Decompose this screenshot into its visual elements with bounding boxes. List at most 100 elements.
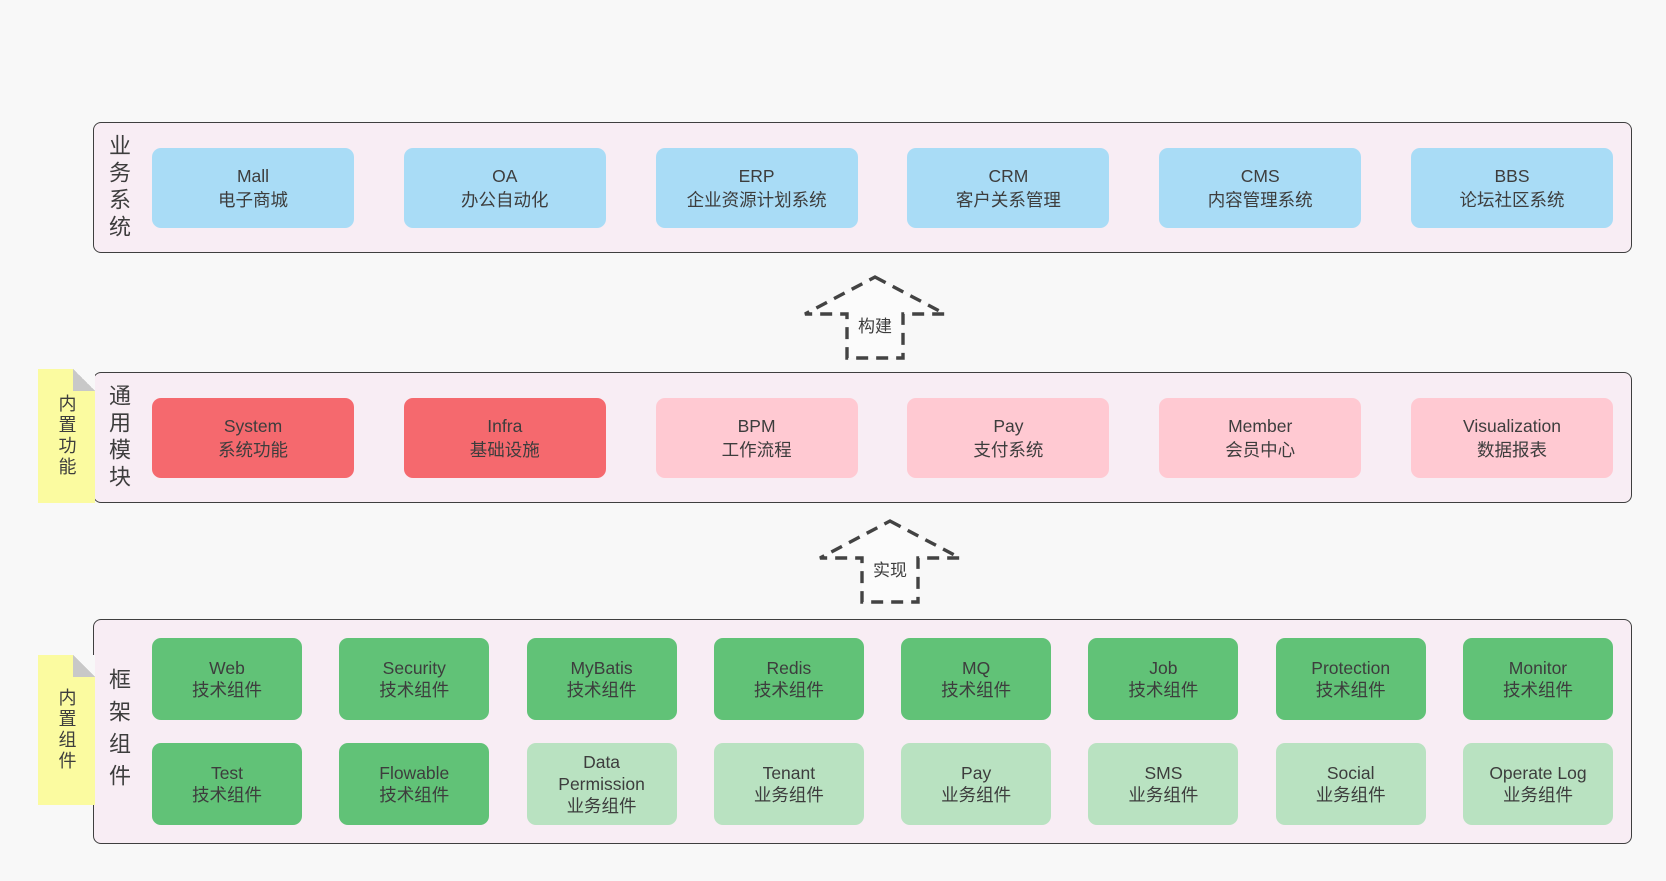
node-subtitle: 业务组件 [1315,785,1386,805]
node-title: Web [209,658,245,678]
node-title: CMS [1240,165,1280,186]
node-bbs: BBS 论坛社区系统 [1410,147,1613,228]
node-subtitle: 业务组件 [1502,785,1573,805]
node-subtitle: 内容管理系统 [1207,189,1313,210]
node-subtitle: 技术组件 [1315,680,1386,700]
band-side-label: 框架组件 [106,667,131,796]
node-pay: Pay 支付系统 [907,397,1110,478]
node-title: Mall [236,165,270,186]
sticky-note: 内置组件 [38,655,95,805]
node-subtitle: 技术组件 [566,680,637,700]
node-title: Social [1326,763,1375,783]
node-title: Visualization [1463,415,1561,436]
node-subtitle: 业务组件 [566,796,637,816]
node-subtitle: 企业资源计划系统 [686,189,827,210]
node-subtitle: 技术组件 [379,680,450,700]
sticky-note-label: 内置组件 [56,688,77,772]
node-title: SMS [1144,763,1183,783]
sticky-note-label: 内置功能 [56,394,77,478]
node-subtitle: 支付系统 [973,439,1044,460]
band-common-modules: 通用模块 System 系统功能 Infra 基础设施 BPM 工作流程 Pay 支付系统 Mem… [93,372,1632,503]
node-title: System [223,415,283,436]
node-subtitle: 系统功能 [218,439,288,460]
node-subtitle: 业务组件 [753,785,824,805]
node-erp: ERP 企业资源计划系统 [655,147,858,228]
node-bpm: BPM 工作流程 [655,397,858,478]
node-subtitle: 论坛社区系统 [1459,189,1565,210]
node-title: MQ [962,658,991,678]
node-system: System 系统功能 [152,397,354,478]
arrow-label: 实现 [873,561,907,580]
node-subtitle: 技术组件 [941,680,1012,700]
band-rows: System 系统功能 Infra 基础设施 BPM 工作流程 Pay 支付系统 Member 会… [142,373,1631,502]
band-side-label: 通用模块 [106,383,131,492]
node-title: BBS [1494,165,1530,186]
node-subtitle: 技术组件 [192,785,262,805]
node-subtitle: 工作流程 [721,439,792,460]
node-title: Redis [766,658,812,678]
node-subtitle: 会员中心 [1225,439,1296,460]
band-row: System 系统功能 Infra 基础设施 BPM 工作流程 Pay 支付系统 Member 会… [152,397,1613,478]
node-mall: Mall 电子商城 [152,147,354,228]
node-title: Test [210,763,244,783]
node-subtitle: 技术组件 [753,680,824,700]
node-member: Member 会员中心 [1159,397,1362,478]
node-title: ERP [738,165,775,186]
node-title: Flowable [379,763,450,783]
node-title: Member [1228,415,1293,436]
node-title: Protection [1311,658,1391,678]
node-subtitle: 技术组件 [1128,680,1199,700]
node-cms: CMS 内容管理系统 [1159,147,1362,228]
node-subtitle: 电子商城 [218,189,288,210]
node-subtitle: 客户关系管理 [955,189,1061,210]
folded-corner-icon [73,655,95,677]
node-title: BPM [737,415,776,436]
dashed-up-arrow-icon [804,275,946,360]
band-side-label: 业务系统 [106,133,131,242]
node-title: Monitor [1508,658,1568,678]
node-infra: Infra 基础设施 [403,397,606,478]
folded-corner-icon [73,369,95,391]
node-title: Tenant [762,763,816,783]
node-subtitle: 基础设施 [469,439,540,460]
node-subtitle: 业务组件 [1128,785,1199,805]
node-title: OA [492,165,518,186]
node-title: Operate Log [1489,763,1587,783]
node-subtitle: 技术组件 [192,680,262,700]
node-subtitle: 数据报表 [1476,439,1547,460]
node-title: Security [382,658,446,678]
build-arrow: 构建 [800,272,950,362]
node-title: Pay [993,415,1024,436]
arrow-label: 构建 [858,317,892,336]
node-title: Pay [961,763,992,783]
sticky-note: 内置功能 [38,369,95,503]
dashed-up-arrow-icon [819,519,961,604]
node-title: Infra [487,415,523,436]
node-visualization: Visualization 数据报表 [1410,397,1613,478]
node-title: Job [1149,658,1178,678]
node-title: MyBatis [570,658,633,678]
